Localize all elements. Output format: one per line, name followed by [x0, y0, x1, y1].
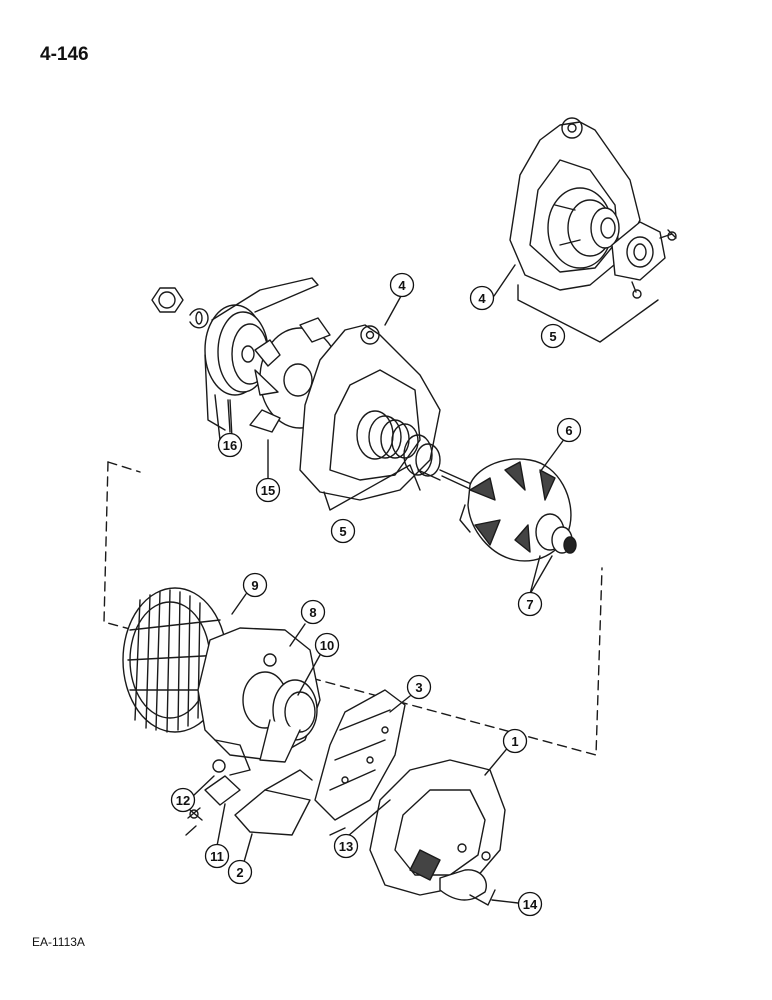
svg-text:6: 6 — [565, 423, 572, 438]
callout-10: 10 — [314, 632, 340, 658]
rectifier — [314, 689, 406, 846]
callout-13: 13 — [333, 833, 359, 859]
voltage-regulator — [259, 679, 318, 763]
callout-12: 12 — [170, 787, 196, 813]
callout-9: 9 — [242, 572, 268, 598]
svg-text:4: 4 — [398, 278, 406, 293]
svg-text:13: 13 — [339, 839, 353, 854]
svg-text:4: 4 — [478, 291, 486, 306]
rotor — [439, 458, 577, 562]
figure-code: EA-1113A — [32, 935, 85, 949]
callout-4-mid: 4 — [389, 272, 415, 298]
pulley-assembly — [151, 277, 319, 441]
terminal-cover — [234, 769, 313, 836]
svg-text:5: 5 — [339, 524, 346, 539]
leader-bracket-5-mid — [323, 464, 421, 511]
callout-3: 3 — [406, 674, 432, 700]
page-number: 4-146 — [40, 44, 89, 65]
svg-text:10: 10 — [320, 638, 334, 653]
svg-text:9: 9 — [251, 578, 258, 593]
svg-text:3: 3 — [415, 680, 422, 695]
callout-11: 11 — [204, 843, 230, 869]
leader-bracket-5-top — [517, 284, 659, 343]
svg-text:2: 2 — [236, 865, 243, 880]
svg-text:14: 14 — [523, 897, 538, 912]
callout-7: 7 — [517, 591, 543, 617]
svg-text:16: 16 — [223, 438, 237, 453]
callout-15: 15 — [255, 477, 281, 503]
callout-8: 8 — [300, 599, 326, 625]
brush-holder — [185, 759, 241, 836]
svg-text:12: 12 — [176, 793, 190, 808]
svg-text:1: 1 — [511, 734, 518, 749]
svg-text:15: 15 — [261, 483, 275, 498]
callout-5-mid: 5 — [330, 518, 356, 544]
leader-lines — [192, 264, 566, 904]
svg-text:5: 5 — [549, 329, 556, 344]
callout-14: 14 — [517, 891, 543, 917]
drive-end-housing — [299, 324, 441, 501]
assembly-dashed-line — [103, 461, 603, 756]
callout-2: 2 — [227, 859, 253, 885]
callout-6: 6 — [556, 417, 582, 443]
callout-4-top: 4 — [469, 285, 495, 311]
svg-text:8: 8 — [309, 605, 316, 620]
rear-cover — [369, 759, 506, 906]
callout-5-top: 5 — [540, 323, 566, 349]
callout-16: 16 — [217, 432, 243, 458]
drive-end-housing-alt — [509, 117, 677, 299]
svg-text:7: 7 — [526, 597, 533, 612]
svg-text:11: 11 — [210, 849, 224, 864]
callout-1: 1 — [502, 728, 528, 754]
